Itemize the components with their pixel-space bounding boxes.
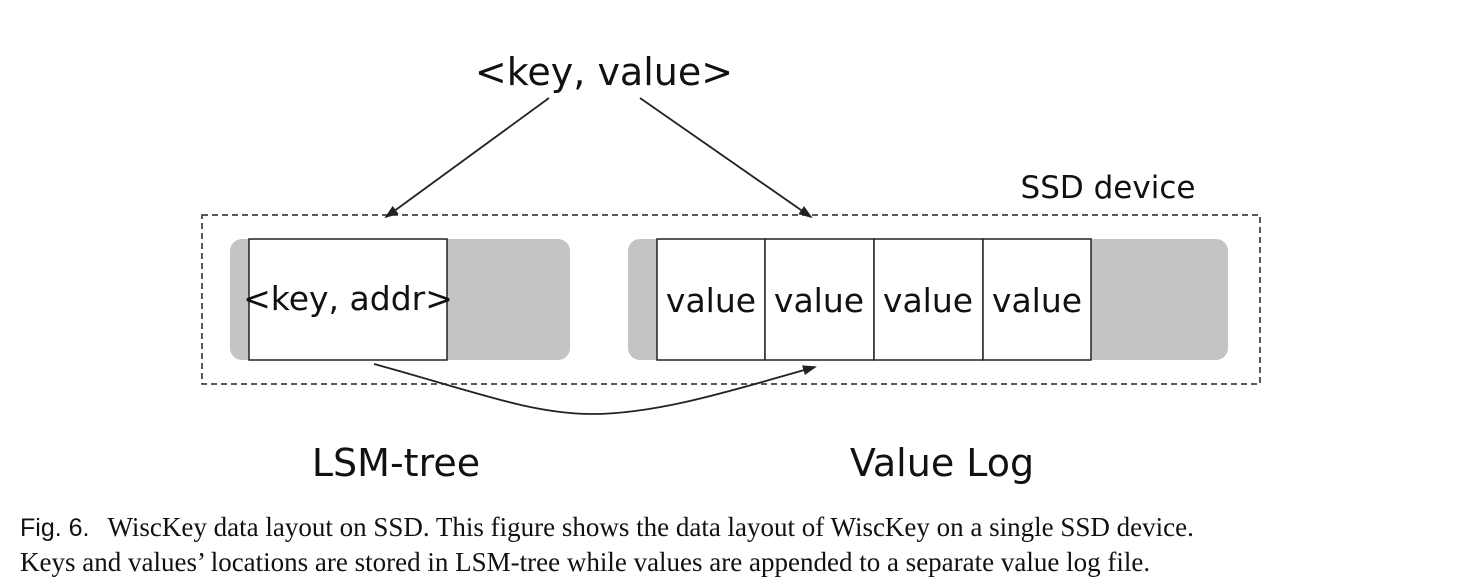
caption-line-1: Fig. 6. WiscKey data layout on SSD. This …: [20, 510, 1470, 545]
value-slot-label: value: [774, 281, 864, 320]
figure-number: Fig. 6.: [20, 514, 90, 542]
address-pointer-arrow: [373, 363, 817, 415]
value-slot: [982, 238, 1092, 361]
ssd-device-boundary: [201, 214, 1261, 385]
value-slot: [656, 238, 766, 361]
key-value-pair-label: <key, value>: [475, 50, 733, 94]
value-slot: [873, 238, 984, 361]
key-to-lsm-arrow: [384, 97, 550, 219]
caption-line-2: Keys and values’ locations are stored in…: [20, 547, 1151, 577]
lsm-tree-entry-label: <key, addr>: [243, 279, 453, 318]
value-to-log-arrow: [639, 97, 813, 219]
figure-caption: Fig. 6. WiscKey data layout on SSD. This …: [20, 510, 1470, 579]
ssd-device-label: SSD device: [1021, 170, 1196, 206]
caption-text-1: WiscKey data layout on SSD. This figure …: [107, 512, 1194, 542]
lsm-tree-title: LSM-tree: [312, 441, 480, 485]
value-slot-label: value: [883, 281, 973, 320]
lsm-tree-entry: [248, 238, 448, 361]
value-slot: [764, 238, 875, 361]
value-slot-label: value: [666, 281, 756, 320]
value-slot-label: value: [992, 281, 1082, 320]
value-log-title: Value Log: [850, 441, 1034, 485]
value-log-slots: value value value value: [656, 238, 1092, 361]
